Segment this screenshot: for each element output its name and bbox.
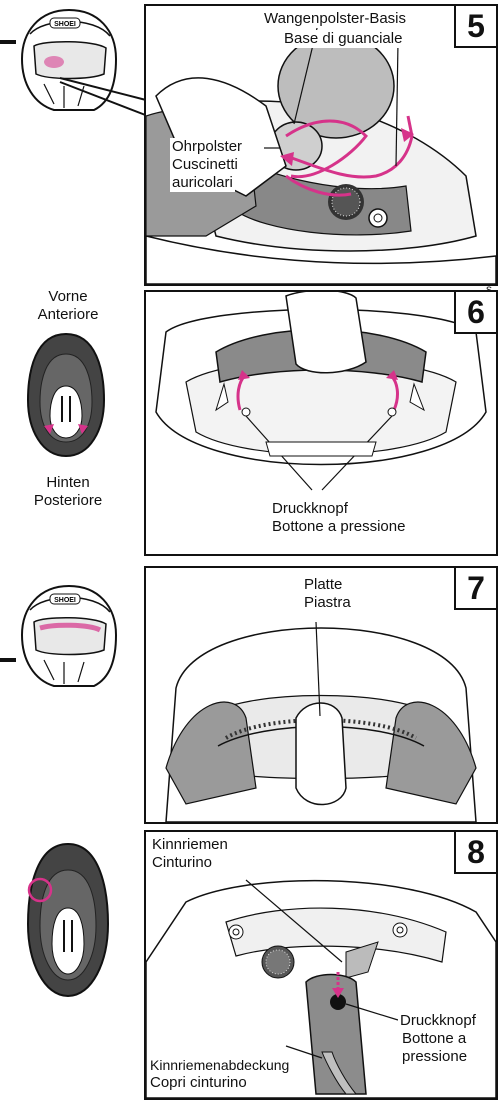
rear-label-it: Posteriore <box>6 492 130 510</box>
chin-strap-label-it: Cinturino <box>150 854 214 872</box>
rear-label-de: Hinten <box>6 474 130 492</box>
plate-label-de: Platte <box>302 576 344 594</box>
strap-cover-label-de: Kinnriemenabdeckung <box>148 1056 291 1074</box>
strap-cover-label-it: Copri cinturino <box>148 1074 249 1092</box>
brand-logo-text: SHOEI <box>54 597 76 604</box>
ear-pad-label-it-1: Cuscinetti <box>170 156 240 174</box>
step-7-panel: 7 Platte Piastra <box>144 566 498 824</box>
step-8-panel: 8 Kinnriemen Cinturino Druckknopf Botton… <box>144 830 498 1100</box>
snap-button-label-it-1: Bottone a <box>400 1030 468 1048</box>
ear-pad-label-it-2: auricolari <box>170 174 235 192</box>
step-6-panel: 6 Druckknopf Bottone a pressione <box>144 290 498 556</box>
helmet-top-view-1 <box>24 330 108 460</box>
front-caption: Vorne Anteriore <box>6 288 130 324</box>
chin-strap-label-de: Kinnriemen <box>150 836 230 854</box>
front-label-it: Anteriore <box>6 306 130 324</box>
step-6-number: 6 <box>454 290 498 334</box>
snap-button-label-it: Bottone a pressione <box>270 518 407 536</box>
front-label-de: Vorne <box>6 288 130 306</box>
helmet-thumbnail-2: SHOEI <box>14 580 124 690</box>
snap-button-label-de: Druckknopf <box>398 1012 478 1030</box>
snap-button-label-de: Druckknopf <box>270 500 350 518</box>
helmet-top-view-2 <box>24 840 112 1000</box>
ear-pad-label-de: Ohrpolster <box>170 138 244 156</box>
step-8-number: 8 <box>454 830 498 874</box>
brand-logo-text: SHOEI <box>54 21 76 28</box>
rear-caption: Hinten Posteriore <box>6 474 130 510</box>
step-5-panel: 5 Wangenpolster-Basis Base di guanciale … <box>144 4 498 286</box>
step-7-number: 7 <box>454 566 498 610</box>
step-5-number: 5 <box>454 4 498 48</box>
cheek-pad-base-label-de: Wangenpolster-Basis <box>262 10 408 28</box>
cheek-pad-base-label-it: Base di guanciale <box>282 30 404 48</box>
plate-label-it: Piastra <box>302 594 353 612</box>
snap-button-label-it-2: pressione <box>400 1048 469 1066</box>
helmet-thumbnail-1: SHOEI <box>14 4 124 114</box>
